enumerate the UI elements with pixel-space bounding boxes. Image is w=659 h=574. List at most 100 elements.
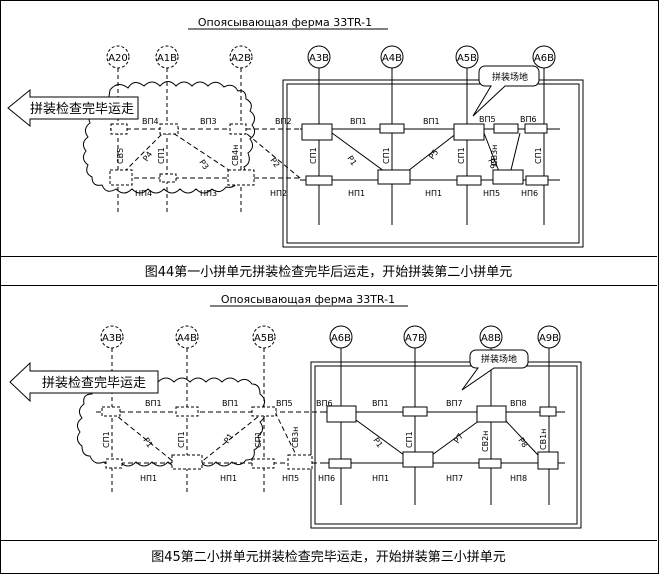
member-label: ВП7: [446, 399, 463, 408]
figure44-caption: 图44第一小拼单元拼装检查完毕后运走，开始拼装第二小拼单元: [144, 265, 513, 280]
member-label: ВП5: [276, 399, 293, 408]
member-label: СВ4н: [231, 145, 240, 166]
axis-bubble: A4B: [380, 45, 404, 225]
member-label: Р8: [516, 436, 529, 449]
figure45-axes: A3B A4B A5B A6B A7B: [100, 325, 561, 505]
member-label: НП5: [483, 189, 500, 198]
axis-bubble: A8B: [479, 325, 503, 505]
axis-label: A9B: [539, 333, 559, 344]
axis-label: A4B: [177, 333, 197, 344]
member-label: НП1: [372, 474, 389, 483]
member-label: СП1: [309, 147, 318, 164]
member-label: СП1: [405, 431, 414, 448]
axis-bubble: A6B: [532, 45, 556, 225]
figure45-drawing: Опоясывающая ферма 33TR-1 A3B A4B A5B: [9, 293, 582, 529]
axis-label: A8B: [481, 333, 501, 344]
member-label: СП1: [157, 147, 166, 164]
site-label: 拼装场地: [492, 71, 528, 83]
member-label: СВ3н: [291, 427, 300, 448]
moved-label: 拼装检查完毕运走: [42, 376, 146, 391]
axis-label: A7B: [405, 333, 425, 344]
axis-bubble: A3B: [307, 45, 331, 225]
figure45-cloud: [76, 377, 266, 467]
member-label: СВ3н: [490, 145, 499, 166]
figure44-axes: A20 A1B A2B A3B A4B: [106, 45, 556, 225]
member-label: ВП1: [350, 117, 367, 126]
member-label: НП7: [446, 474, 463, 483]
axis-bubble: A6B: [329, 325, 353, 505]
member-label: ВП8: [510, 399, 527, 408]
axis-bubble: A20: [106, 45, 130, 215]
figure45-member-labels: ВП1 ВП1 ВП5 ВП6 ВП1 ВП7 ВП8 НП1 НП1 НП5 …: [140, 399, 527, 483]
figure45-moved-truss: [96, 411, 325, 464]
member-label: НП1: [220, 474, 237, 483]
member-label: ВП1: [222, 399, 239, 408]
axis-label: A3B: [102, 333, 122, 344]
figure44-member-labels: ВП4 ВП3 ВП2 ВП1 ВП1 ВП5 ВП6 НП4 НП3 НП2 …: [135, 115, 538, 198]
member-label: СП1: [254, 431, 263, 448]
axis-bubble: A5B: [455, 45, 479, 225]
member-label: НП6: [521, 189, 538, 198]
figure45-title: Опоясывающая ферма 33TR-1: [221, 293, 395, 306]
member-label: ВП1: [372, 399, 389, 408]
member-label: НП1: [348, 189, 365, 198]
member-label: ВП1: [423, 117, 440, 126]
member-label: ВП5: [479, 115, 496, 124]
member-label: НП5: [282, 474, 299, 483]
member-label: Р5: [427, 148, 440, 161]
member-label: СВ5: [116, 148, 125, 164]
figure45-site-callout: 拼装场地: [461, 349, 529, 391]
axis-label: A6B: [534, 53, 554, 64]
member-label: ВП1: [145, 399, 162, 408]
member-label: СВ1н: [539, 429, 548, 450]
caption-top-rule-2: [0, 540, 657, 541]
member-label: Р2: [268, 156, 281, 169]
axis-label: A4B: [382, 53, 402, 64]
member-label: СП1: [177, 431, 186, 448]
axis-bubble: A7B: [403, 325, 427, 505]
member-label: Р6: [486, 158, 498, 170]
section-divider: [0, 285, 657, 286]
figure45-caption: 图45第二小拼单元拼装检查完毕运走，开始拼装第三小拼单元: [151, 550, 506, 565]
axis-label: A6B: [331, 333, 351, 344]
member-label: СП1: [457, 147, 466, 164]
member-label: НП2: [270, 189, 287, 198]
axis-label: A5B: [254, 333, 274, 344]
figure44-moved-arrow: 拼装检查完毕运走: [7, 88, 139, 128]
member-label: СП1: [382, 147, 391, 164]
member-label: Р1: [345, 154, 358, 167]
figure45-moved-arrow: 拼装检查完毕运走: [9, 361, 159, 403]
axis-label: A3B: [309, 53, 329, 64]
member-label: ВП3: [200, 117, 217, 126]
moved-label: 拼装检查完毕运走: [30, 102, 134, 117]
figure45-current-truss: [325, 411, 565, 464]
axis-bubble: A1B: [155, 45, 179, 215]
member-label: ВП4: [142, 117, 159, 126]
figure44-site-callout: 拼装场地: [472, 65, 540, 117]
member-label: СВ2н: [481, 431, 490, 452]
member-label: НП1: [425, 189, 442, 198]
member-label: НП1: [140, 474, 157, 483]
axis-label: A5B: [457, 53, 477, 64]
figure44-title: Опоясывающая ферма 33TR-1: [198, 16, 372, 29]
axis-bubble: A9B: [537, 325, 561, 505]
member-label: Р7: [452, 432, 465, 445]
site-label: 拼装场地: [481, 353, 517, 365]
member-label: ВП6: [316, 399, 333, 408]
caption-top-rule: [0, 256, 657, 257]
member-label: Р1: [371, 436, 384, 449]
axis-bubble: A2B: [229, 45, 253, 215]
axis-label: A2B: [231, 53, 251, 64]
member-label: ВП6: [520, 115, 537, 124]
member-label: НП6: [318, 474, 335, 483]
member-label: НП3: [200, 189, 217, 198]
axis-label: A1B: [157, 53, 177, 64]
member-label: СП1: [102, 431, 111, 448]
member-label: НП4: [135, 189, 152, 198]
member-label: СП1: [534, 147, 543, 164]
member-label: ВП2: [275, 117, 292, 126]
member-label: НП8: [510, 474, 527, 483]
axis-label: A20: [108, 53, 128, 64]
figure44-drawing: Опоясывающая ферма 33TR-1 A20 A1B A2B: [7, 16, 584, 248]
